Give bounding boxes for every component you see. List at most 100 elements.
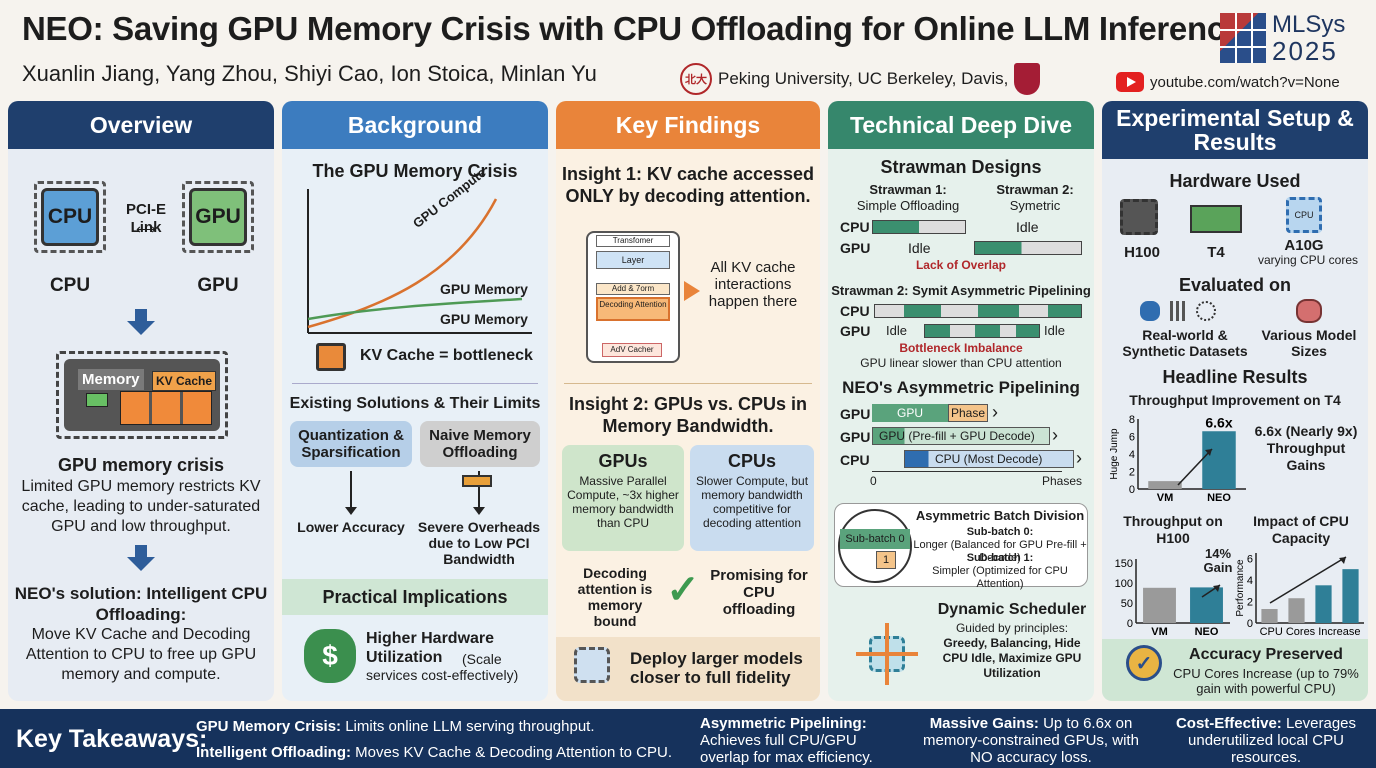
gpu-crisis-title: The GPU Memory Crisis xyxy=(312,161,518,181)
s2-gpu-bar xyxy=(974,241,1082,255)
t4-callout: 6.6x (Nearly 9x) Throughput Gains xyxy=(1254,423,1358,473)
x-tick-label: NEO xyxy=(1195,626,1219,637)
trend-arrow xyxy=(1269,556,1347,604)
t4-title: Throughput Improvement on T4 xyxy=(1129,392,1341,408)
down-arrow-stem xyxy=(135,309,147,321)
findings-panel: Key Findings Insight 1: KV cache accesse… xyxy=(556,101,820,701)
severe-overheads-text: Severe Overheads due to Low PCI Bandwidt… xyxy=(417,519,541,567)
checkmark-icon: ✓ xyxy=(666,568,700,612)
h100-gpu-icon xyxy=(1120,199,1158,235)
x-axis-label: CPU Cores Increase xyxy=(1260,626,1361,637)
divider xyxy=(564,383,812,384)
gpu-memory-line xyxy=(307,297,523,321)
takeaway-4-bold: Massive Gains: xyxy=(929,715,1039,732)
insight2-title: Insight 2: GPUs vs. CPUs in Memory Bandw… xyxy=(568,394,808,436)
pcie-link-label: PCI-E Link xyxy=(125,201,166,236)
x-tick-label: NEO xyxy=(1207,492,1231,503)
takeaway-4: Massive Gains: Up to 6.6x on memory-cons… xyxy=(916,715,1146,766)
cpus-title: CPUs xyxy=(727,451,776,471)
takeaway-5: Cost-Effective: Leverages underutilized … xyxy=(1166,715,1366,766)
memory-fill-block xyxy=(86,393,108,407)
hw-title: Hardware Used xyxy=(1169,171,1301,191)
bar-VM xyxy=(1148,481,1182,489)
bidirectional-arrow-icon: ⟷ xyxy=(135,221,157,237)
bar-VM xyxy=(1143,587,1176,623)
deploy-text: Deploy larger models closer to full fide… xyxy=(630,649,803,687)
layer-block-layer: Layer xyxy=(596,251,670,269)
affiliations: 北大 Peking University, UC Berkeley, Davis… xyxy=(680,63,1041,95)
hw-h100: H100 xyxy=(1124,244,1160,261)
pipe-axis-phases: Phases xyxy=(1042,474,1083,488)
y-axis-label: Huge Jump xyxy=(1109,428,1120,480)
gpu-board-pins xyxy=(56,351,228,439)
naive-offloading-box: Naive Memory Offloading xyxy=(420,421,540,467)
pipe-axis xyxy=(872,471,1062,472)
gpu-memory-label-2: GPU Memory xyxy=(440,311,528,327)
h100-title: Throughput on H100 xyxy=(1123,513,1223,546)
scheduler-text: Greedy, Balancing, Hide CPU Idle, Maximi… xyxy=(942,636,1082,680)
takeaway-3-text: Achieves full CPU/GPU overlap for max ef… xyxy=(700,732,873,766)
y-tick-label: 0 xyxy=(1247,618,1253,630)
crisis-text: Limited GPU memory restricts KV cache, l… xyxy=(21,478,261,535)
solution-title: NEO's solution: Intelligent CPU Offloadi… xyxy=(14,584,268,624)
cpu-chip-icon: CPU xyxy=(41,188,99,246)
s1-gpu-label: GPU xyxy=(840,240,871,256)
gpu-compute-line xyxy=(307,198,498,329)
scheduler-title: Dynamic Scheduler xyxy=(937,601,1087,618)
y-tick-label: 6 xyxy=(1129,432,1135,444)
eval-title: Evaluated on xyxy=(1178,275,1292,295)
layer-block-transformer: Transfomer xyxy=(596,235,670,247)
trend-arrow-head xyxy=(1339,557,1346,564)
bar-NEO xyxy=(1202,431,1236,489)
layer-block-kv-cache: AdV Cacher xyxy=(602,343,662,357)
imbalance-title: Bottleneck Imbalance xyxy=(899,341,1023,355)
divider xyxy=(292,383,538,384)
right-arrow-icon xyxy=(684,281,700,301)
trend-arrow-head xyxy=(1205,449,1212,456)
y-tick-label: 50 xyxy=(1121,598,1133,610)
accuracy-text: CPU Cores Increase (up to 79% gain with … xyxy=(1173,666,1359,696)
pipe-gpu-label-2: GPU xyxy=(840,429,871,445)
chip-brain-icon xyxy=(574,647,610,683)
award-badge-icon: ✓ xyxy=(1126,645,1162,681)
harvard-shield-icon xyxy=(1014,63,1041,95)
results-panel: Experimental Setup & Results Hardware Us… xyxy=(1102,101,1368,701)
existing-solutions-title: Existing Solutions & Their Limits xyxy=(289,395,541,412)
neo-pipelining-title: NEO's Asymmetric Pipelining xyxy=(842,378,1080,397)
layer-block-addnorm: Add & 7orm xyxy=(596,283,670,295)
cpus-box: CPUs Slower Compute, but memory bandwidt… xyxy=(690,445,814,551)
down-arrow-icon xyxy=(127,321,155,335)
gpus-box: GPUs Massive Parallel Compute, ~3x highe… xyxy=(562,445,684,551)
cpu-label: CPU xyxy=(49,275,91,296)
headline-title: Headline Results xyxy=(1162,367,1308,387)
s2b-title: Strawman 2: Symit Asymmetric Pipelining xyxy=(831,283,1091,298)
takeaways-label: Key Takeaways: xyxy=(16,725,208,753)
arrow-head-2 xyxy=(473,507,485,515)
s1-title: Strawman 1: xyxy=(869,182,947,197)
takeaway-5-text: Leverages underutilized local CPU resour… xyxy=(1188,715,1357,766)
memory-crisis-plot xyxy=(307,189,532,334)
pipe-phase-block: Phase xyxy=(948,404,988,422)
database-icon xyxy=(1140,301,1160,321)
video-link[interactable]: youtube.com/watch?v=None xyxy=(1116,72,1340,92)
trend-arrow xyxy=(1177,448,1213,486)
accuracy-title: Accuracy Preserved xyxy=(1189,646,1343,663)
quantization-box: Quantization & Sparsification xyxy=(290,421,412,467)
s2b-cpu-bar xyxy=(874,304,1082,318)
sub1-bold: Sub-batch 1: xyxy=(966,552,1034,564)
results-heading: Experimental Setup & Results xyxy=(1102,101,1368,159)
down-arrow-stem-2 xyxy=(135,545,147,557)
pipe-chevron-1-icon: › xyxy=(992,402,998,422)
sub0-text: Longer (Balanced for GPU Pre-fill + Deco… xyxy=(913,539,1087,564)
y-tick-label: 6 xyxy=(1247,553,1253,565)
kv-bottleneck-text: KV Cache = bottleneck xyxy=(360,347,533,364)
h100-gain: 14% Gain xyxy=(1203,546,1233,575)
hw-a10g: A10G xyxy=(1284,237,1324,254)
background-panel: Background The GPU Memory Crisis GPU Com… xyxy=(282,101,548,701)
imbalance-text: GPU linear slower than CPU attention xyxy=(860,356,1062,370)
crisis-title: GPU memory crisis xyxy=(57,455,225,475)
video-url[interactable]: youtube.com/watch?v=None xyxy=(1150,73,1340,91)
mlsys-grid-icon xyxy=(1220,13,1266,63)
